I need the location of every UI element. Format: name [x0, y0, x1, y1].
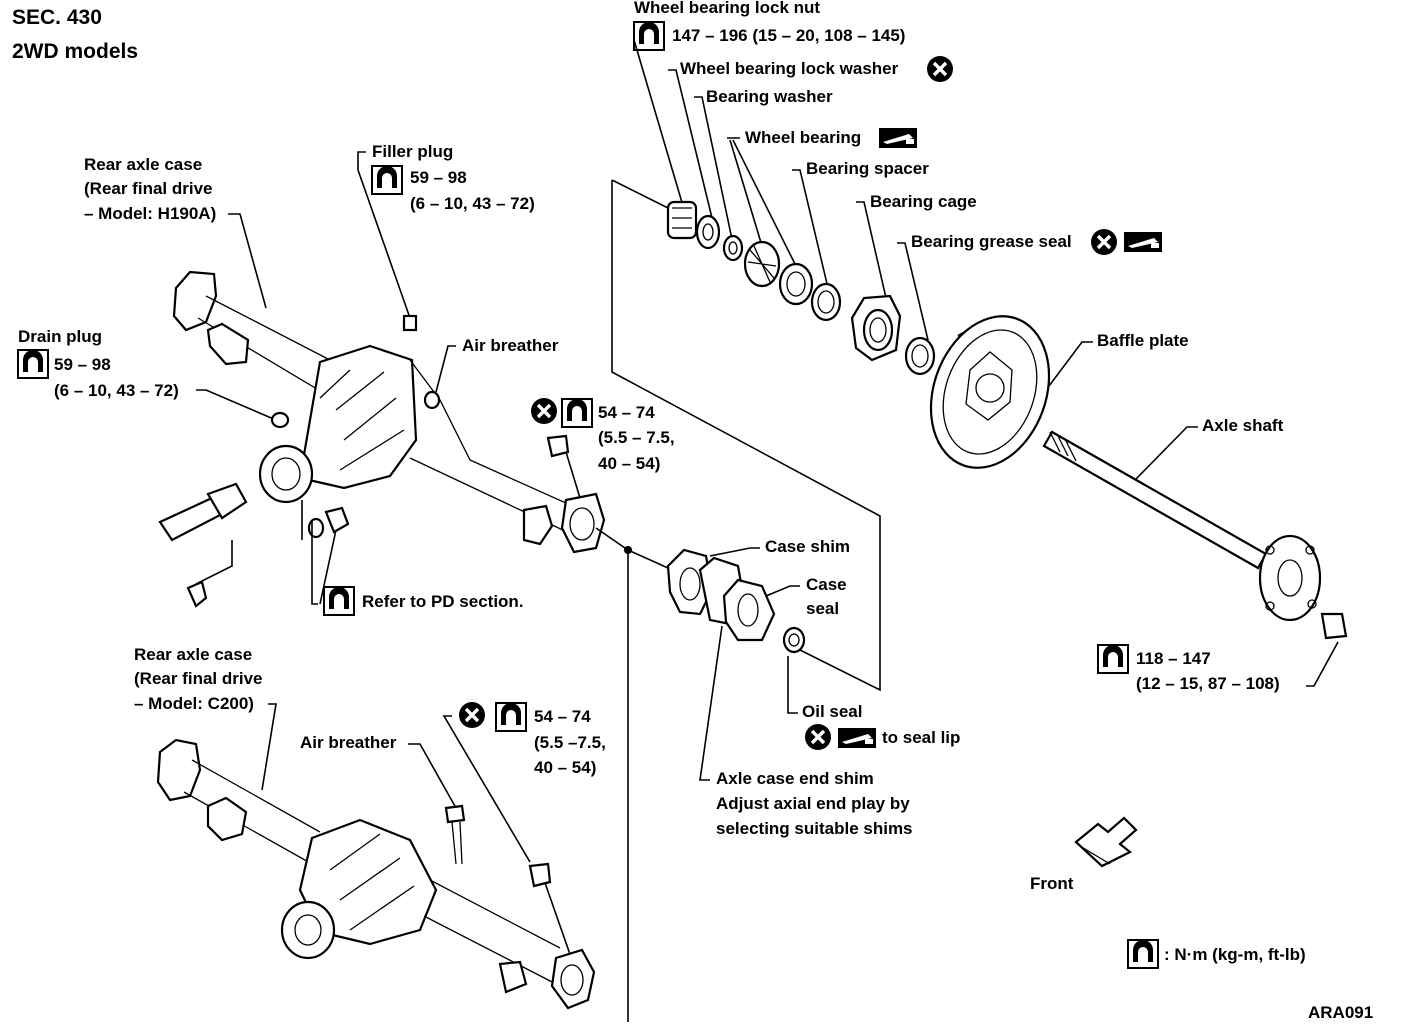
leader-drain-plug [196, 389, 277, 421]
do-not-reuse-icon [803, 722, 833, 752]
label-rear-case-c200-2: (Rear final drive [134, 669, 263, 688]
label-axle-end-shim-1: Axle case end shim [716, 769, 874, 788]
axle-shaft [1042, 430, 1348, 640]
torque-wrench-icon [17, 349, 49, 379]
group-bracket-hub-top [611, 179, 669, 209]
bearing-washer [722, 234, 744, 262]
grease-apply-icon [838, 728, 876, 748]
section-number: SEC. 430 [12, 6, 102, 29]
leader-lines-hub [633, 39, 1198, 481]
leader-rear-case-c200 [261, 703, 277, 791]
label-rear-case-h190a-2: (Rear final drive [84, 179, 213, 198]
leader-shaft-nut [1306, 641, 1339, 687]
label-drain-torque-2: (6 – 10, 43 – 72) [54, 381, 179, 400]
grease-apply-icon [1124, 232, 1162, 252]
leader-case-shim [709, 547, 760, 557]
do-not-reuse-icon [925, 54, 955, 84]
label-axle-end-shim-3: selecting suitable shims [716, 819, 913, 838]
label-to-seal-lip: to seal lip [882, 728, 960, 747]
torque-wrench-icon [1127, 939, 1159, 969]
wheel-bearing-lock-washer [695, 214, 721, 250]
model-label: 2WD models [12, 40, 138, 63]
leader-nut-bottom-2 [543, 879, 573, 961]
bearing-grease-seal [904, 336, 936, 376]
label-nut-torque-top-3: 40 – 54) [598, 454, 660, 473]
label-case-seal-2: seal [806, 599, 839, 618]
label-oil-seal: Oil seal [802, 702, 862, 721]
label-air-breather-bottom: Air breather [300, 733, 397, 752]
grease-apply-icon [879, 128, 917, 148]
label-rear-case-c200-3: – Model: C200) [134, 694, 254, 713]
label-drain-torque-1: 59 – 98 [54, 355, 111, 374]
label-axle-end-shim-2: Adjust axial end play by [716, 794, 910, 813]
pinion-nut-washer [307, 506, 350, 539]
label-bearing-grease-seal: Bearing grease seal [911, 232, 1072, 251]
wheel-bearing [743, 240, 814, 306]
label-drain-plug: Drain plug [18, 327, 102, 346]
case-nut-top [546, 434, 570, 458]
leader-refer-pd [301, 500, 337, 605]
front-arrow-icon [1074, 816, 1138, 868]
label-nut-torque-bottom-1: 54 – 74 [534, 707, 591, 726]
label-front: Front [1030, 874, 1074, 893]
label-filler-torque-1: 59 – 98 [410, 168, 467, 187]
do-not-reuse-icon [457, 700, 487, 730]
leader-rear-case-h190a [228, 213, 267, 309]
label-shaft-nut-torque-1: 118 – 147 [1136, 649, 1211, 668]
torque-wrench-icon [633, 21, 665, 51]
label-baffle-plate: Baffle plate [1097, 331, 1189, 350]
bearing-spacer [810, 282, 842, 322]
torque-wrench-icon [371, 165, 403, 195]
label-case-shim: Case shim [765, 537, 850, 556]
label-shaft-nut-torque-2: (12 – 15, 87 – 108) [1136, 674, 1280, 693]
leader-case-seal [765, 585, 800, 597]
label-rear-case-h190a-1: Rear axle case [84, 155, 202, 174]
leader-air-breather-bottom [408, 743, 457, 809]
torque-wrench-icon [561, 398, 593, 428]
figure-code: ARA091 [1308, 1003, 1373, 1022]
label-case-seal-1: Case [806, 575, 847, 594]
case-seal [722, 578, 776, 642]
do-not-reuse-icon [529, 396, 559, 426]
legend-units: : N·m (kg-m, ft-lb) [1164, 945, 1306, 964]
label-nut-torque-top-2: (5.5 – 7.5, [598, 428, 675, 447]
rear-axle-case-c200 [156, 738, 596, 1010]
rear-axle-case-h190a [172, 270, 606, 554]
torque-wrench-icon [323, 586, 355, 616]
bearing-cage [850, 294, 902, 362]
label-rear-case-c200-1: Rear axle case [134, 645, 252, 664]
label-wheel-bearing: Wheel bearing [745, 128, 861, 147]
leader-axle-end-shim [699, 625, 723, 781]
label-filler-plug: Filler plug [372, 142, 453, 161]
axle-center-line [595, 527, 669, 569]
label-refer-pd: Refer to PD section. [362, 592, 524, 611]
label-rear-case-h190a-3: – Model: H190A) [84, 204, 216, 223]
label-nut-torque-top-1: 54 – 74 [598, 403, 655, 422]
propeller-shaft [158, 482, 248, 608]
label-axle-shaft: Axle shaft [1202, 416, 1284, 435]
label-filler-torque-2: (6 – 10, 43 – 72) [410, 194, 535, 213]
torque-wrench-icon [495, 702, 527, 732]
label-lock-nut-torque: 147 – 196 (15 – 20, 108 – 145) [672, 26, 905, 45]
label-bearing-cage: Bearing cage [870, 192, 977, 211]
leader-filler-plug [357, 151, 411, 319]
label-bearing-spacer: Bearing spacer [806, 159, 929, 178]
torque-wrench-icon [1097, 644, 1129, 674]
leader-oil-seal [787, 656, 798, 714]
label-nut-torque-bottom-3: 40 – 54) [534, 758, 596, 777]
label-bearing-washer: Bearing washer [706, 87, 833, 106]
baffle-plate [929, 315, 1051, 469]
group-bracket-hub [611, 180, 881, 692]
label-air-breather-top: Air breather [462, 336, 559, 355]
wheel-bearing-lock-nut [666, 200, 698, 240]
leader-nut-top [565, 451, 581, 499]
label-wheel-bearing-lock-nut: Wheel bearing lock nut [634, 0, 820, 17]
label-nut-torque-bottom-2: (5.5 –7.5, [534, 733, 606, 752]
oil-seal [782, 626, 806, 654]
label-wheel-bearing-lock-washer: Wheel bearing lock washer [680, 59, 899, 78]
leader-nut-bottom [442, 715, 531, 863]
do-not-reuse-icon [1089, 227, 1119, 257]
leader-air-breather-top [435, 345, 456, 393]
